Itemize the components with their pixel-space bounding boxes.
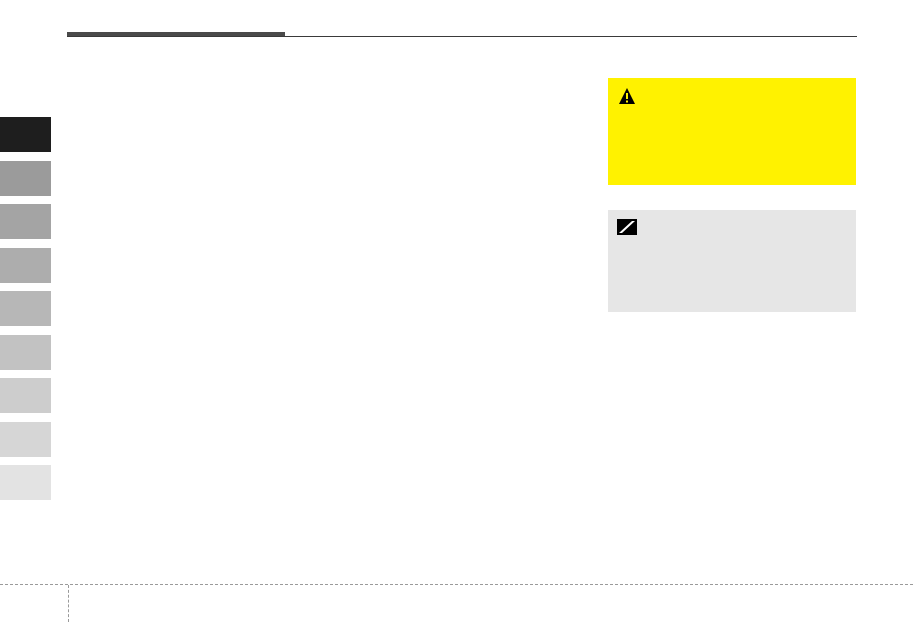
warning-box [608,78,856,185]
footer-page-divider [68,585,69,622]
footer-rule [0,584,913,585]
notice-icon [617,219,637,235]
chapter-tab-6[interactable] [0,334,51,370]
chapter-tab-3[interactable] [0,204,51,239]
chapter-tab-4[interactable] [0,247,51,283]
chapter-tab-strip [0,117,51,509]
chapter-tab-5[interactable] [0,291,51,326]
chapter-tab-7[interactable] [0,378,51,413]
chapter-tab-8[interactable] [0,421,51,457]
chapter-tab-2[interactable] [0,160,51,196]
header-accent-bar [67,32,285,37]
chapter-tab-1-active[interactable] [0,117,51,152]
chapter-tab-9[interactable] [0,465,51,500]
header-rule [67,36,857,37]
warning-triangle-icon [619,88,635,104]
notice-box [608,210,856,312]
